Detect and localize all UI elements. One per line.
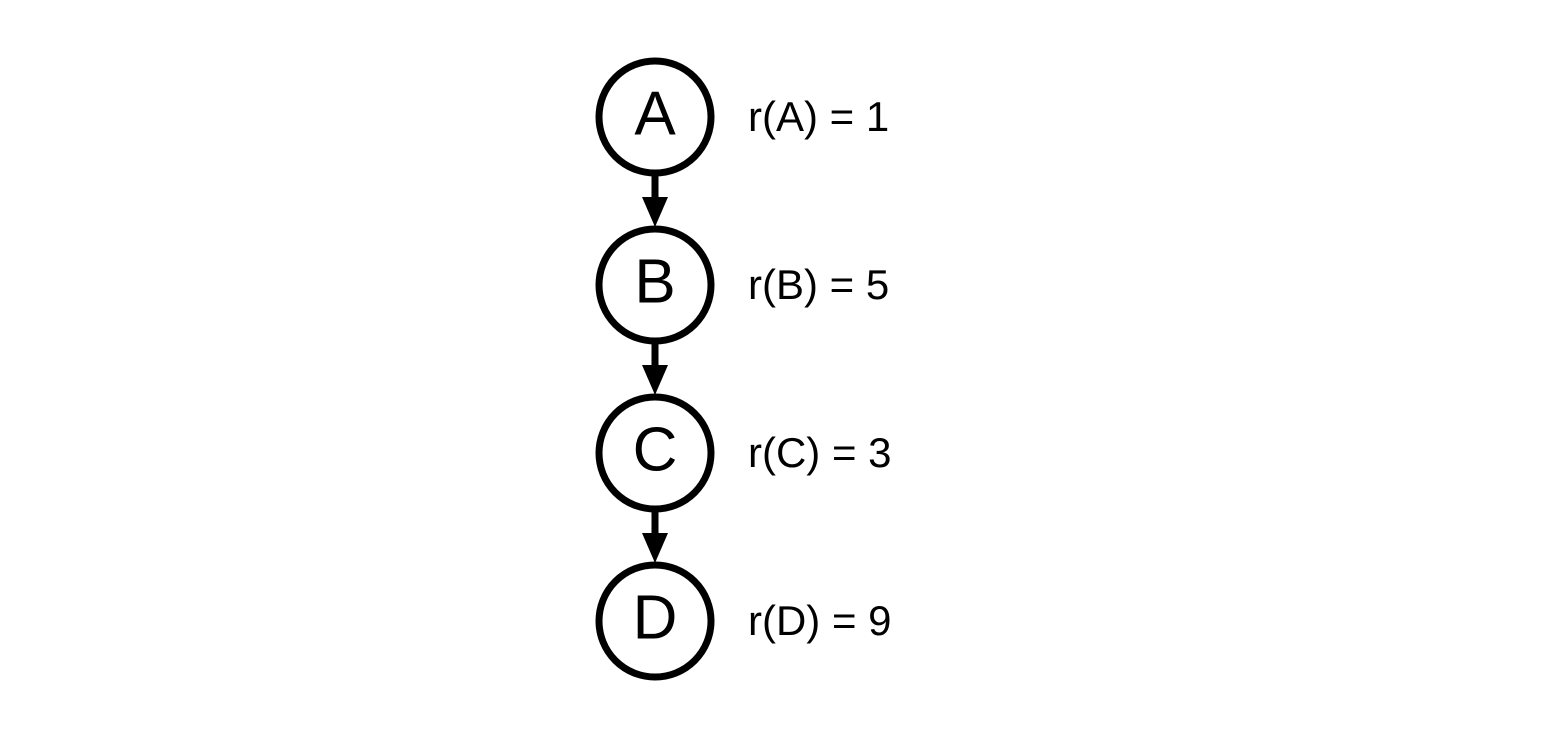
node-a-label: A: [634, 79, 676, 149]
node-d-label: D: [632, 583, 678, 653]
node-b-circle: [595, 225, 715, 345]
node-c-label: C: [632, 415, 678, 485]
edge-c-d: [642, 510, 668, 563]
edge-b-c: [642, 342, 668, 395]
node-c-annotation: r(C) = 3: [748, 429, 892, 477]
node-a-annotation: r(A) = 1: [748, 93, 890, 141]
node-d-circle: [595, 561, 715, 681]
edge-a-b: [642, 174, 668, 227]
node-b-annotation: r(B) = 5: [748, 261, 890, 309]
node-c-circle: [595, 393, 715, 513]
node-d-annotation: r(D) = 9: [748, 597, 892, 645]
node-b-label: B: [634, 247, 676, 317]
node-a-circle: [595, 57, 715, 177]
